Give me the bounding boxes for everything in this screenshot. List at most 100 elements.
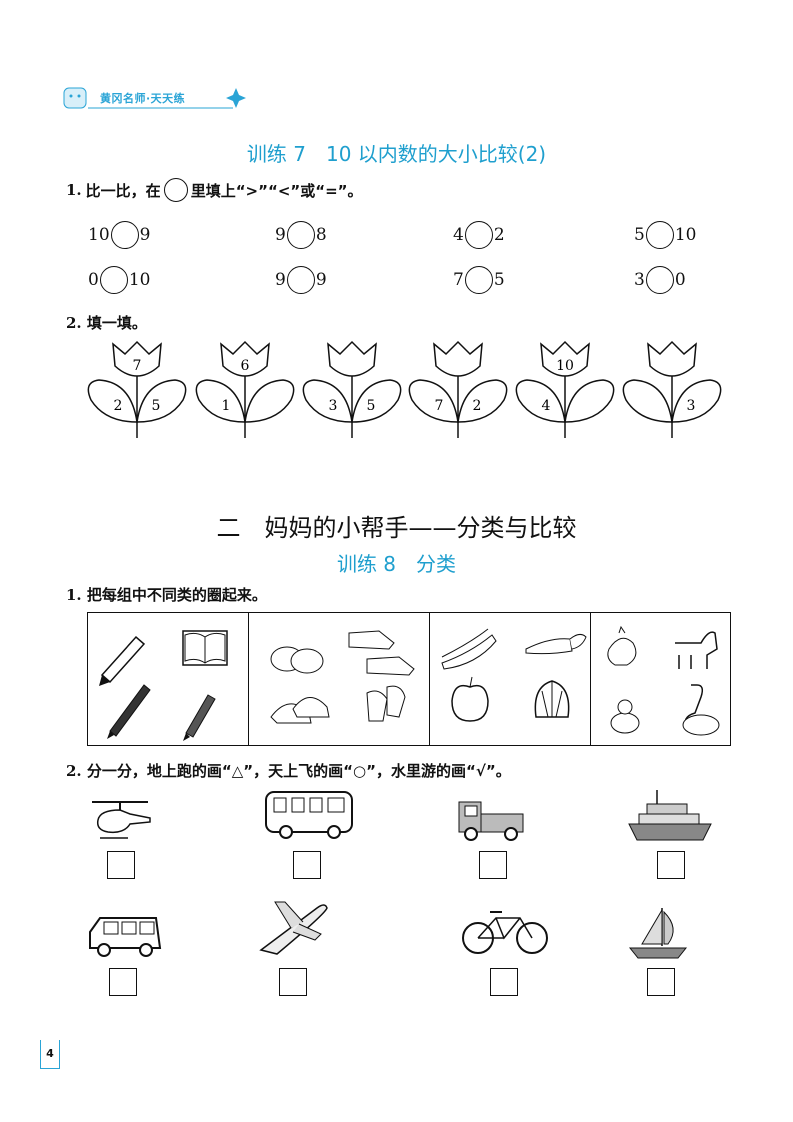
group-stationery	[88, 613, 249, 745]
q1-circle-icon	[163, 178, 188, 202]
shoe-icons	[270, 630, 415, 724]
tulip-left-leaf	[408, 379, 459, 423]
horse-icon	[675, 631, 718, 669]
tulip-left-leaf	[195, 379, 246, 423]
left-number: 0	[88, 270, 99, 290]
tulip-6: 3	[622, 340, 722, 438]
fountain-pen-icon	[183, 694, 216, 741]
tulip-left-number: 2	[114, 398, 123, 414]
tulip-left-leaf	[87, 379, 138, 423]
tulip-head	[327, 340, 377, 377]
right-number: 8	[315, 225, 327, 245]
tulip-1: 7 2 5	[87, 340, 187, 438]
pen-icon	[107, 684, 151, 739]
s2-q1-heading: 1. 把每组中不同类的圈起来。	[66, 584, 267, 605]
stationery-icons	[99, 630, 228, 741]
produce-icons	[441, 628, 587, 722]
apple-icon	[451, 676, 489, 722]
answer-circle[interactable]	[464, 221, 493, 249]
airplane-icon	[259, 901, 328, 955]
tulip-right-leaf	[564, 379, 615, 423]
ship-icon	[628, 790, 712, 841]
q2-number: 2.	[66, 314, 82, 332]
left-number: 3	[634, 270, 645, 290]
tulip-right-number: 3	[687, 398, 696, 414]
q1-heading: 1. 比一比，在 里填上“>”“<”或“=”。	[66, 178, 363, 202]
tulip-left-number: 3	[329, 398, 338, 414]
tulip-right-leaf	[457, 379, 508, 423]
comparison-item: 0 10	[88, 265, 150, 295]
tulip-5: 10 4	[515, 340, 615, 438]
tulip-head	[540, 340, 590, 377]
answer-circle[interactable]	[286, 221, 315, 249]
left-number: 7	[453, 270, 464, 290]
right-number: 0	[674, 270, 686, 290]
tulip-left-number: 4	[542, 398, 551, 414]
duckling-icon	[610, 699, 640, 734]
chili-pepper-icon	[441, 628, 497, 670]
left-number: 10	[88, 225, 110, 245]
right-number: 2	[493, 225, 505, 245]
page-number: 4	[40, 1040, 60, 1069]
tulip-left-leaf	[515, 379, 566, 423]
brand-text: 黄冈名师·天天练	[100, 92, 186, 105]
answer-box-bicycle[interactable]	[490, 968, 518, 996]
answer-circle[interactable]	[464, 266, 493, 294]
bus-icon	[265, 791, 353, 839]
tulip-left-leaf	[622, 379, 673, 423]
tulip-right-leaf	[136, 379, 187, 423]
answer-box-van[interactable]	[109, 968, 137, 996]
tulip-top-number: 7	[133, 358, 142, 374]
q1-number: 1.	[66, 181, 82, 199]
group-produce	[430, 613, 591, 745]
cabbage-icon	[534, 680, 570, 718]
answer-circle[interactable]	[645, 221, 674, 249]
van-icon	[89, 917, 162, 957]
tulip-head	[433, 340, 483, 377]
answer-box-bus[interactable]	[293, 851, 321, 879]
tulip-head	[647, 340, 697, 377]
answer-circle[interactable]	[99, 266, 128, 294]
animal-icons	[607, 625, 720, 736]
sneakers-icon	[348, 630, 415, 676]
left-number: 4	[453, 225, 464, 245]
answer-circle[interactable]	[110, 221, 139, 249]
tulip-2: 61	[195, 340, 295, 438]
tulip-right-number: 5	[152, 398, 161, 414]
group-shoes	[249, 613, 430, 745]
answer-box-ship[interactable]	[657, 851, 685, 879]
chapter-title: 二 妈妈的小帮手——分类与比较	[216, 514, 577, 542]
section2-title: 训练 8 分类	[336, 552, 457, 576]
mittens-icon	[366, 685, 406, 722]
s2-q1-text: 把每组中不同类的圈起来。	[86, 586, 267, 604]
s2-q2-heading: 2. 分一分，地上跑的画“△”，天上飞的画“○”，水里游的画“√”。	[66, 760, 511, 781]
left-number: 9	[275, 270, 286, 290]
rooster-icon	[607, 625, 637, 666]
left-number: 5	[634, 225, 645, 245]
q1-text-after: 里填上“>”“<”或“=”。	[190, 181, 363, 200]
answer-circle[interactable]	[286, 266, 315, 294]
tulip-right-leaf	[244, 379, 295, 423]
tulip-top-number: 10	[556, 358, 574, 374]
helicopter-icon	[92, 801, 151, 839]
tulip-right-leaf	[351, 379, 402, 423]
section1-title: 训练 7 10 以内数的大小比较(2)	[246, 142, 547, 166]
answer-box-airplane[interactable]	[279, 968, 307, 996]
answer-box-truck[interactable]	[479, 851, 507, 879]
s2-q2-text: 分一分，地上跑的画“△”，天上飞的画“○”，水里游的画“√”。	[86, 762, 511, 780]
bicycle-icon	[462, 911, 548, 954]
answer-box-helicopter[interactable]	[107, 851, 135, 879]
q1-text-before: 比一比，在	[85, 181, 161, 200]
left-number: 9	[275, 225, 286, 245]
right-number: 5	[493, 270, 505, 290]
answer-box-sailboat[interactable]	[647, 968, 675, 996]
s2-q1-number: 1.	[66, 586, 82, 604]
right-number: 10	[128, 270, 151, 290]
tulip-right-number: 5	[367, 398, 376, 414]
answer-circle[interactable]	[645, 266, 674, 294]
s2-q2-number: 2.	[66, 762, 82, 780]
